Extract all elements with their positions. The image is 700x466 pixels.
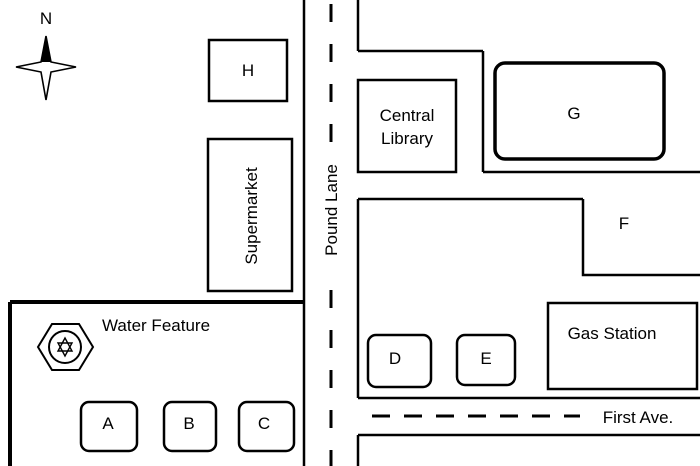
compass-rose: N [15,9,77,101]
compass-north-label: N [40,9,52,28]
building-g: G [493,61,666,161]
central-library: Central Library [356,78,458,174]
building-b-label: B [183,414,194,433]
supermarket: Supermarket [206,137,294,293]
gas-station-label: Gas Station [568,324,657,343]
building-b: B [162,400,218,453]
star-of-david-fountain-icon [36,323,95,371]
building-d-label: D [389,349,401,368]
building-a: A [79,400,139,453]
building-h-label: H [242,61,254,80]
water-feature: Water Feature [36,316,210,371]
building-h: H [207,38,289,103]
building-f: F [581,199,700,277]
pound-lane-label: Pound Lane [322,164,341,256]
building-g-label: G [567,104,580,123]
building-c: C [237,400,296,453]
building-e: E [455,333,517,387]
central-library-label-line1: Central [380,106,435,125]
compass-north-arrow [41,36,51,62]
building-f-label: F [619,214,629,233]
building-e-label: E [480,349,491,368]
compass-rose-icon [15,35,77,101]
gas-station: Gas Station [546,301,699,391]
building-c-label: C [258,414,270,433]
park-boundary [8,300,304,466]
supermarket-label: Supermarket [242,167,261,265]
water-feature-label: Water Feature [102,316,210,335]
building-a-label: A [102,414,114,433]
street-edges [302,0,700,466]
first-ave-label: First Ave. [603,408,674,427]
central-library-label-line2: Library [381,129,433,148]
building-d: D [366,333,433,389]
